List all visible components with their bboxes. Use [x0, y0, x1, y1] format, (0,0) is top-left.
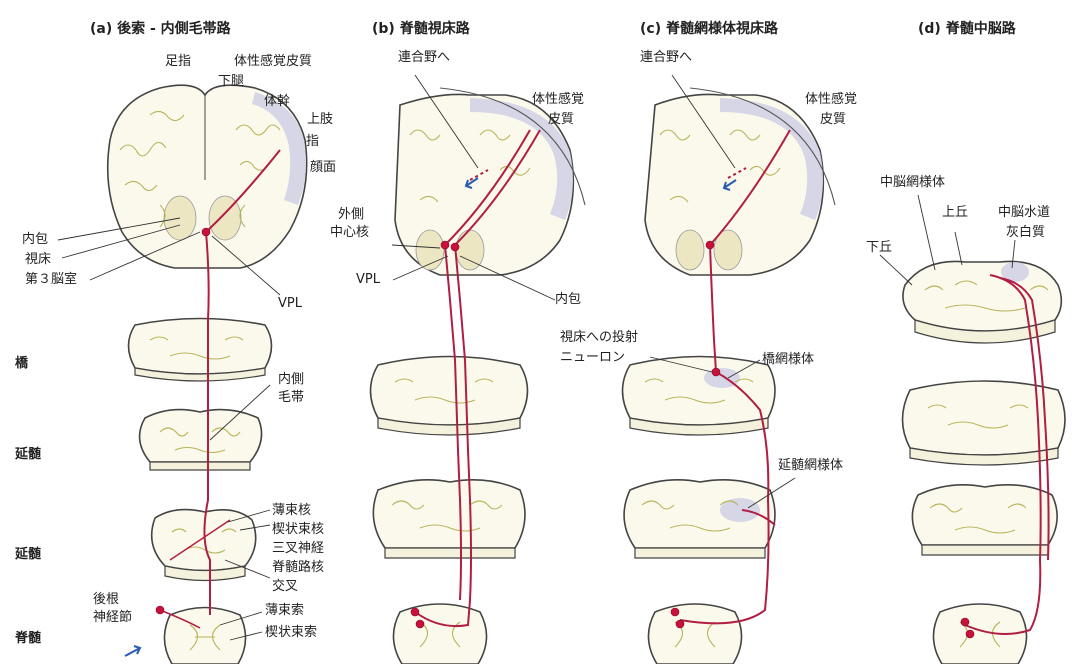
label-decussation: 交叉	[272, 579, 298, 594]
panel-a-vpl-neuron	[202, 228, 210, 236]
label-medial-lemniscus-1: 内側	[278, 372, 304, 387]
label-projection-1: 視床への投射	[560, 330, 638, 345]
label-lateral-central-2: 中心核	[330, 225, 369, 240]
label-somatosensory-c-1: 体性感覚	[805, 92, 857, 107]
panel-b-medulla-section	[373, 480, 525, 558]
panel-d-pons-section	[903, 381, 1066, 465]
level-label-spinal-cord: 脊髄	[15, 627, 41, 646]
label-thalamus: 視床	[25, 252, 51, 267]
panel-b-title: (b) 脊髄視床路	[372, 18, 470, 38]
panel-d-medulla-section	[912, 485, 1057, 555]
panel-c-title: (c) 脊髄網様体視床路	[640, 18, 778, 38]
label-nucleus-cuneatus: 楔状束核	[272, 522, 324, 537]
label-somatosensory-b-2: 皮質	[548, 112, 574, 127]
panel-a-drawing	[58, 85, 307, 664]
label-fasciculus-gracilis: 薄束索	[265, 603, 304, 618]
label-somatosensory-cortex: 体性感覚皮質	[234, 54, 312, 69]
label-dorsal-root-1: 後根	[93, 592, 119, 607]
panel-c-projection-neuron	[712, 368, 720, 376]
label-trigeminal-1: 三叉神経	[272, 541, 324, 556]
panel-a-medulla-lower-section	[152, 510, 256, 581]
panel-b-vpl-neuron	[451, 243, 459, 251]
panel-c-spinal-neuron-2	[676, 620, 684, 628]
label-midbrain-reticular: 中脳網様体	[880, 175, 945, 190]
label-internal-capsule-a: 内包	[22, 232, 48, 247]
label-somatosensory-c-2: 皮質	[820, 112, 846, 127]
panel-a-medulla-upper-section	[140, 410, 262, 470]
panel-c-drawing	[623, 75, 836, 664]
label-third-ventricle: 第３脳室	[25, 272, 77, 287]
label-face: 顔面	[310, 160, 336, 175]
panel-b-lateral-neuron	[441, 241, 449, 249]
panel-d-spinal-neuron-1	[961, 618, 969, 626]
panel-a-pons-section	[129, 319, 272, 382]
panel-c-thalamic-neuron	[706, 241, 714, 249]
panel-b-spinal-section	[393, 604, 486, 664]
panel-a-input-arrow	[125, 646, 140, 656]
panel-b-spinal-neuron-1	[411, 608, 419, 616]
panel-b-drawing	[371, 75, 586, 664]
label-toe: 足指	[165, 54, 191, 69]
label-association-area-c: 連合野へ	[640, 50, 692, 65]
label-lower-leg: 下腿	[218, 74, 244, 89]
label-somatosensory-b-1: 体性感覚	[532, 92, 584, 107]
label-vpl-b: VPL	[356, 272, 380, 287]
label-trigeminal-2: 脊髄路核	[272, 560, 324, 575]
level-label-medulla-upper: 延髄	[15, 443, 41, 462]
label-fasciculus-cuneatus: 楔状束索	[265, 625, 317, 640]
panel-b-pons-section	[371, 357, 528, 436]
panel-d-drawing	[880, 195, 1065, 664]
label-dorsal-root-2: 神経節	[93, 610, 132, 625]
panel-c-pons-section	[623, 357, 776, 436]
label-upper-limb: 上肢	[307, 112, 333, 127]
panel-b-spinal-neuron-2	[416, 620, 424, 628]
panel-c-spinal-section	[648, 604, 741, 664]
panel-a-ganglion-neuron	[156, 606, 164, 614]
label-pontine-reticular: 橋網様体	[762, 352, 814, 367]
panel-c-spinal-neuron-1	[671, 608, 679, 616]
label-association-area-b: 連合野へ	[398, 50, 450, 65]
panel-c-medulla-section	[624, 480, 775, 558]
panel-d-title: (d) 脊髄中脳路	[918, 18, 1016, 38]
label-inferior-colliculus: 下丘	[866, 240, 892, 255]
label-trunk: 体幹	[264, 94, 290, 109]
panel-a-title: (a) 後索 - 内側毛帯路	[90, 18, 231, 38]
label-medial-lemniscus-2: 毛帯	[278, 390, 304, 405]
panel-a-spinal-section	[164, 608, 245, 664]
label-lateral-central-1: 外側	[338, 207, 364, 222]
label-medullary-reticular: 延髄網様体	[778, 458, 843, 473]
label-finger: 指	[306, 134, 319, 149]
label-vpl-a: VPL	[278, 296, 302, 311]
label-internal-capsule-b: 内包	[555, 292, 581, 307]
label-aqueduct-1: 中脳水道	[998, 205, 1050, 220]
level-label-medulla-lower: 延髄	[15, 543, 41, 562]
label-superior-colliculus: 上丘	[942, 205, 968, 220]
level-label-pons: 橋	[15, 352, 28, 371]
panel-c-brain-section	[645, 88, 835, 275]
label-projection-2: ニューロン	[560, 350, 625, 365]
label-aqueduct-2: 灰白質	[1006, 225, 1045, 240]
label-nucleus-gracilis: 薄束核	[272, 503, 311, 518]
panel-d-spinal-neuron-2	[966, 630, 974, 638]
